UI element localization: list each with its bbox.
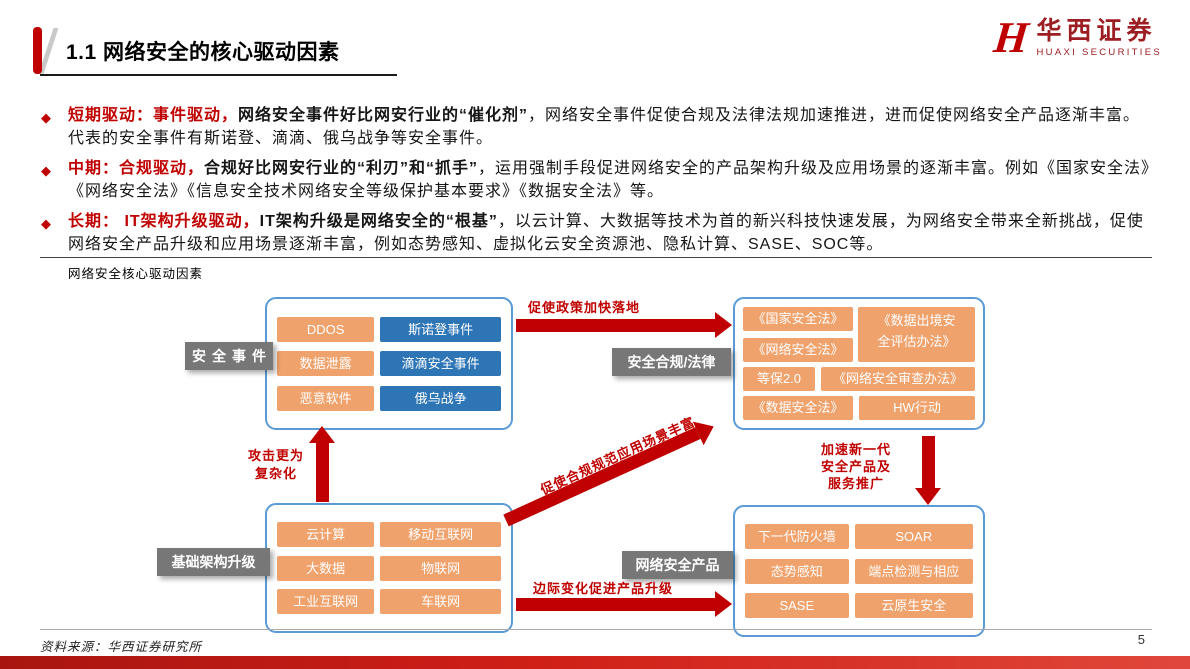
- title-underline: [40, 74, 397, 76]
- group-row: 态势感知 端点检测与相应: [745, 558, 973, 584]
- diamond-bullet-icon: ◆: [41, 110, 51, 125]
- bullet-short-term-driver: ◆ 短期驱动：事件驱动，网络安全事件好比网安行业的“催化剂”，网络安全事件促使合…: [40, 104, 1156, 150]
- bullet-long-term-driver: ◆ 长期： IT架构升级驱动，IT架构升级是网络安全的“根基”，以云计算、大数据…: [40, 210, 1156, 256]
- huaxi-securities-logo: H 华西证券 HUAXI SECURITIES: [991, 13, 1162, 62]
- security-review-measures-box: 《网络安全审查办法》: [821, 367, 975, 391]
- bullet-emphasis: 网络安全事件好比网安行业的“催化剂”: [238, 107, 529, 124]
- bullet-body: ，网络安全事件促使合规及法律法规加速推进，进而促使网络安全产品逐渐丰富。代表的安…: [68, 107, 1141, 147]
- bottom-red-bar: [0, 656, 1190, 669]
- bullet-body: ，以云计算、大数据等技术为首的新兴科技快速发展，为网络安全带来全新挑战，促使网络…: [68, 213, 1144, 253]
- accelerate-label-line2: 安全产品及: [820, 459, 891, 474]
- accelerate-arrow-label: 加速新一代 安全产品及 服务推广: [818, 441, 894, 492]
- didi-incident-box: 滴滴安全事件: [380, 351, 501, 376]
- policy-arrow-head-icon: [715, 312, 732, 338]
- compliance-law-group: 《国家安全法》 《网络安全法》 《数据出境安全评估办法》 等保2.0 《网络安全…: [733, 297, 985, 430]
- endpoint-detection-response-box: 端点检测与相应: [854, 558, 973, 584]
- security-products-label: 网络安全产品: [622, 551, 733, 579]
- group-row: 云计算 移动互联网: [277, 521, 501, 547]
- group-row: SASE 云原生安全: [745, 592, 973, 618]
- group-row: 下一代防火墙 SOAR: [745, 524, 973, 550]
- mobile-internet-box: 移动互联网: [380, 521, 501, 547]
- page-number: 5: [1137, 632, 1145, 647]
- bullet-emphasis: IT架构升级是网络安全的“根基”: [259, 213, 498, 230]
- infrastructure-upgrade-label: 基础架构升级: [157, 548, 270, 576]
- group-row: 恶意软件 俄乌战争: [277, 385, 501, 411]
- cloud-computing-box: 云计算: [277, 521, 375, 547]
- bullet-lead: 中期：合规驱动，: [68, 160, 205, 177]
- data-export-measures-box: 《数据出境安全评估办法》: [858, 307, 975, 362]
- policy-arrow-label: 促使政策加快落地: [528, 300, 641, 315]
- group-row: 大数据 物联网: [277, 555, 501, 581]
- industrial-internet-box: 工业互联网: [277, 589, 375, 615]
- security-events-group: DDOS 斯诺登事件 数据泄露 滴滴安全事件 恶意软件 俄乌战争: [265, 297, 513, 430]
- group-column: 《国家安全法》 《网络安全法》: [743, 307, 853, 362]
- ngfw-box: 下一代防火墙: [745, 524, 849, 550]
- snowden-incident-box: 斯诺登事件: [380, 316, 501, 342]
- security-products-group: 下一代防火墙 SOAR 态势感知 端点检测与相应 SASE 云原生安全: [733, 505, 985, 637]
- logo-text: 华西证券 HUAXI SECURITIES: [1037, 18, 1162, 59]
- group-row: 《数据安全法》 HW行动: [743, 396, 975, 420]
- data-security-law-box: 《数据安全法》: [743, 396, 853, 420]
- diamond-bullet-icon: ◆: [41, 163, 51, 178]
- group-row: 等保2.0 《网络安全审查办法》: [743, 367, 975, 391]
- attack-arrow-head-icon: [309, 426, 335, 443]
- group-row: 数据泄露 滴滴安全事件: [277, 351, 501, 376]
- huaxi-logo-icon: H: [991, 13, 1032, 62]
- diagram-caption: 网络安全核心驱动因素: [68, 267, 204, 281]
- national-security-law-box: 《国家安全法》: [743, 307, 853, 331]
- diagonal-arrow-label: 促使合规规范应用场景丰富: [538, 414, 698, 498]
- bullet-lead: 长期： IT架构升级驱动，: [68, 213, 260, 230]
- malware-box: 恶意软件: [277, 385, 375, 411]
- compliance-law-label: 安全合规/法律: [612, 348, 731, 376]
- diamond-bullet-icon: ◆: [41, 216, 51, 231]
- situational-awareness-box: 态势感知: [745, 558, 849, 584]
- compliance-scenario-arrow: [503, 414, 719, 527]
- logo-name-en: HUAXI SECURITIES: [1036, 47, 1162, 59]
- accelerate-label-line1: 加速新一代: [820, 442, 891, 457]
- page-title: 1.1 网络安全的核心驱动因素: [66, 41, 340, 64]
- group-row: 《国家安全法》 《网络安全法》 《数据出境安全评估办法》: [743, 307, 975, 362]
- cybersecurity-law-box: 《网络安全法》: [743, 338, 853, 362]
- data-leak-box: 数据泄露: [277, 351, 375, 376]
- iot-box: 物联网: [380, 555, 501, 581]
- marginal-change-arrow-head-icon: [715, 591, 732, 617]
- accelerate-products-arrow: [922, 436, 935, 488]
- accelerate-arrow-head-icon: [915, 488, 941, 505]
- group-row: 工业互联网 车联网: [277, 589, 501, 615]
- infrastructure-upgrade-group: 云计算 移动互联网 大数据 物联网 工业互联网 车联网: [265, 503, 513, 633]
- attack-complexity-arrow: [316, 442, 329, 502]
- soar-box: SOAR: [854, 524, 973, 550]
- policy-arrow: [516, 319, 715, 332]
- bullet-body: ，运用强制手段促进网络安全的产品架构升级及应用场景的逐渐丰富。例如《国家安全法》…: [68, 160, 1151, 200]
- group-row: DDOS 斯诺登事件: [277, 316, 501, 342]
- dengbao-2-box: 等保2.0: [743, 367, 815, 391]
- bullet-mid-term-driver: ◆ 中期：合规驱动，合规好比网安行业的“利刃”和“抓手”，运用强制手段促进网络安…: [40, 157, 1156, 203]
- marginal-change-arrow-label: 边际变化促进产品升级: [533, 581, 674, 596]
- cloud-native-security-box: 云原生安全: [854, 592, 973, 618]
- diagram-top-rule: [40, 257, 1152, 258]
- bullet-lead: 短期驱动：事件驱动，: [68, 107, 239, 124]
- attack-arrow-label: 攻击更为 复杂化: [233, 447, 319, 483]
- security-events-label: 安全事件: [185, 342, 273, 370]
- hw-action-box: HW行动: [859, 396, 975, 420]
- diagonal-arrow-shaft: [503, 427, 701, 527]
- marginal-change-arrow: [516, 598, 715, 611]
- attack-label-line1: 攻击更为: [247, 448, 304, 463]
- source-note: 资料来源：华西证券研究所: [40, 640, 203, 654]
- russia-ukraine-war-box: 俄乌战争: [380, 385, 501, 411]
- bullet-emphasis: 合规好比网安行业的“利刃”和“抓手”: [204, 160, 479, 177]
- ddos-box: DDOS: [277, 316, 375, 342]
- logo-name-cn: 华西证券: [1036, 17, 1157, 45]
- big-data-box: 大数据: [277, 555, 375, 581]
- header-red-accent-bar: [33, 27, 42, 74]
- accelerate-label-line3: 服务推广: [827, 476, 884, 491]
- attack-label-line2: 复杂化: [254, 466, 297, 481]
- internet-of-vehicles-box: 车联网: [380, 589, 501, 615]
- bullet-list: ◆ 短期驱动：事件驱动，网络安全事件好比网安行业的“催化剂”，网络安全事件促使合…: [40, 104, 1156, 263]
- sase-box: SASE: [745, 592, 849, 618]
- footer-rule: [40, 629, 1152, 630]
